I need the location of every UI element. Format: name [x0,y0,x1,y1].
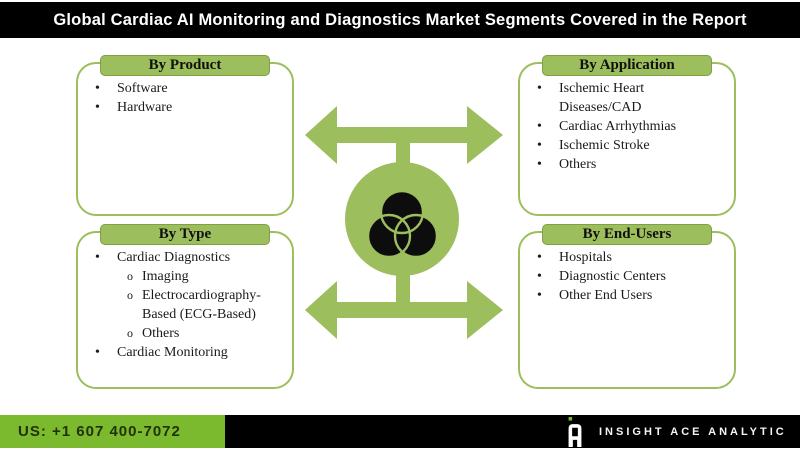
list-item: Cardiac Diagnostics [78,248,286,267]
brand-name: INSIGHT ACE ANALYTIC [599,425,787,438]
circle-bullet-icon [127,267,142,286]
circle-bullet-icon [127,324,142,343]
title-bar: Global Cardiac AI Monitoring and Diagnos… [0,2,800,38]
list-item-label: Other End Users [559,288,653,303]
list-item: Cardiac Monitoring [78,343,286,362]
list-item: Others [520,155,728,174]
list-item-label: Cardiac Monitoring [117,345,228,360]
list-item-label: Electrocardiography-Based (ECG-Based) [142,288,261,322]
list-item: Electrocardiography-Based (ECG-Based) [78,286,286,324]
bullet-icon [95,98,117,117]
list-item: Imaging [78,267,286,286]
list-item-label: Cardiac Diagnostics [117,250,231,265]
list-item-label: Software [117,81,168,96]
list-item: Diagnostic Centers [520,267,728,286]
bullet-icon [537,286,559,305]
segment-list: Software Hardware [78,64,292,117]
list-item-label: Others [559,157,597,172]
double-arrow-bottom-icon [305,270,503,339]
bullet-icon [537,155,559,174]
double-arrow-top-icon [305,106,503,168]
center-graphic [300,90,510,350]
segment-list: Ischemic Heart Diseases/CAD Cardiac Arrh… [520,64,734,174]
bullet-icon [95,248,117,267]
list-item: Others [78,324,286,343]
list-item: Ischemic Heart Diseases/CAD [520,79,728,117]
list-item-label: Cardiac Arrhythmias [559,119,677,134]
bullet-icon [95,343,117,362]
box-header-label: By Product [148,57,222,73]
phone-badge: US: +1 607 400-7072 [0,415,225,448]
list-item: Hospitals [520,248,728,267]
list-item-label: Ischemic Heart Diseases/CAD [559,81,645,115]
segment-box-by-application: By Application Ischemic Heart Diseases/C… [518,55,736,216]
box-header-label: By End-Users [582,226,672,242]
list-item: Ischemic Stroke [520,136,728,155]
list-item-label: Diagnostic Centers [559,269,666,284]
circle-bullet-icon [127,286,142,305]
box-header-by-type: By Type [100,224,270,245]
box-header-by-application: By Application [542,55,712,76]
segment-list: Cardiac Diagnostics Imaging Electrocardi… [78,233,292,362]
brand: INSIGHT ACE ANALYTIC [564,415,787,448]
segment-box-by-product: By Product Software Hardware [76,55,294,216]
list-item-label: Hospitals [559,250,612,265]
bullet-icon [537,136,559,155]
list-item-label: Hardware [117,100,173,115]
bullet-icon [537,79,559,98]
segment-list: Hospitals Diagnostic Centers Other End U… [520,233,734,305]
list-item: Other End Users [520,286,728,305]
box-header-by-end-users: By End-Users [542,224,712,245]
list-item: Hardware [78,98,286,117]
list-item-label: Others [142,326,180,341]
box-header-by-product: By Product [100,55,270,76]
segment-box-by-type: By Type Cardiac Diagnostics Imaging Elec… [76,224,294,389]
venn-diagram-icon [366,189,439,259]
segment-box-by-end-users: By End-Users Hospitals Diagnostic Center… [518,224,736,389]
bullet-icon [537,117,559,136]
insight-ace-logo-icon [568,416,582,447]
box-header-label: By Application [579,57,675,73]
list-item-label: Ischemic Stroke [559,138,650,153]
box-header-label: By Type [158,226,212,242]
list-item-label: Imaging [142,269,189,284]
list-item: Cardiac Arrhythmias [520,117,728,136]
page-title: Global Cardiac AI Monitoring and Diagnos… [53,10,747,29]
bullet-icon [95,79,117,98]
list-item: Software [78,79,286,98]
bullet-icon [537,248,559,267]
phone-number: US: +1 607 400-7072 [18,423,181,440]
bullet-icon [537,267,559,286]
footer-bar: US: +1 607 400-7072 INSIGHT ACE ANALYTIC [0,415,800,448]
